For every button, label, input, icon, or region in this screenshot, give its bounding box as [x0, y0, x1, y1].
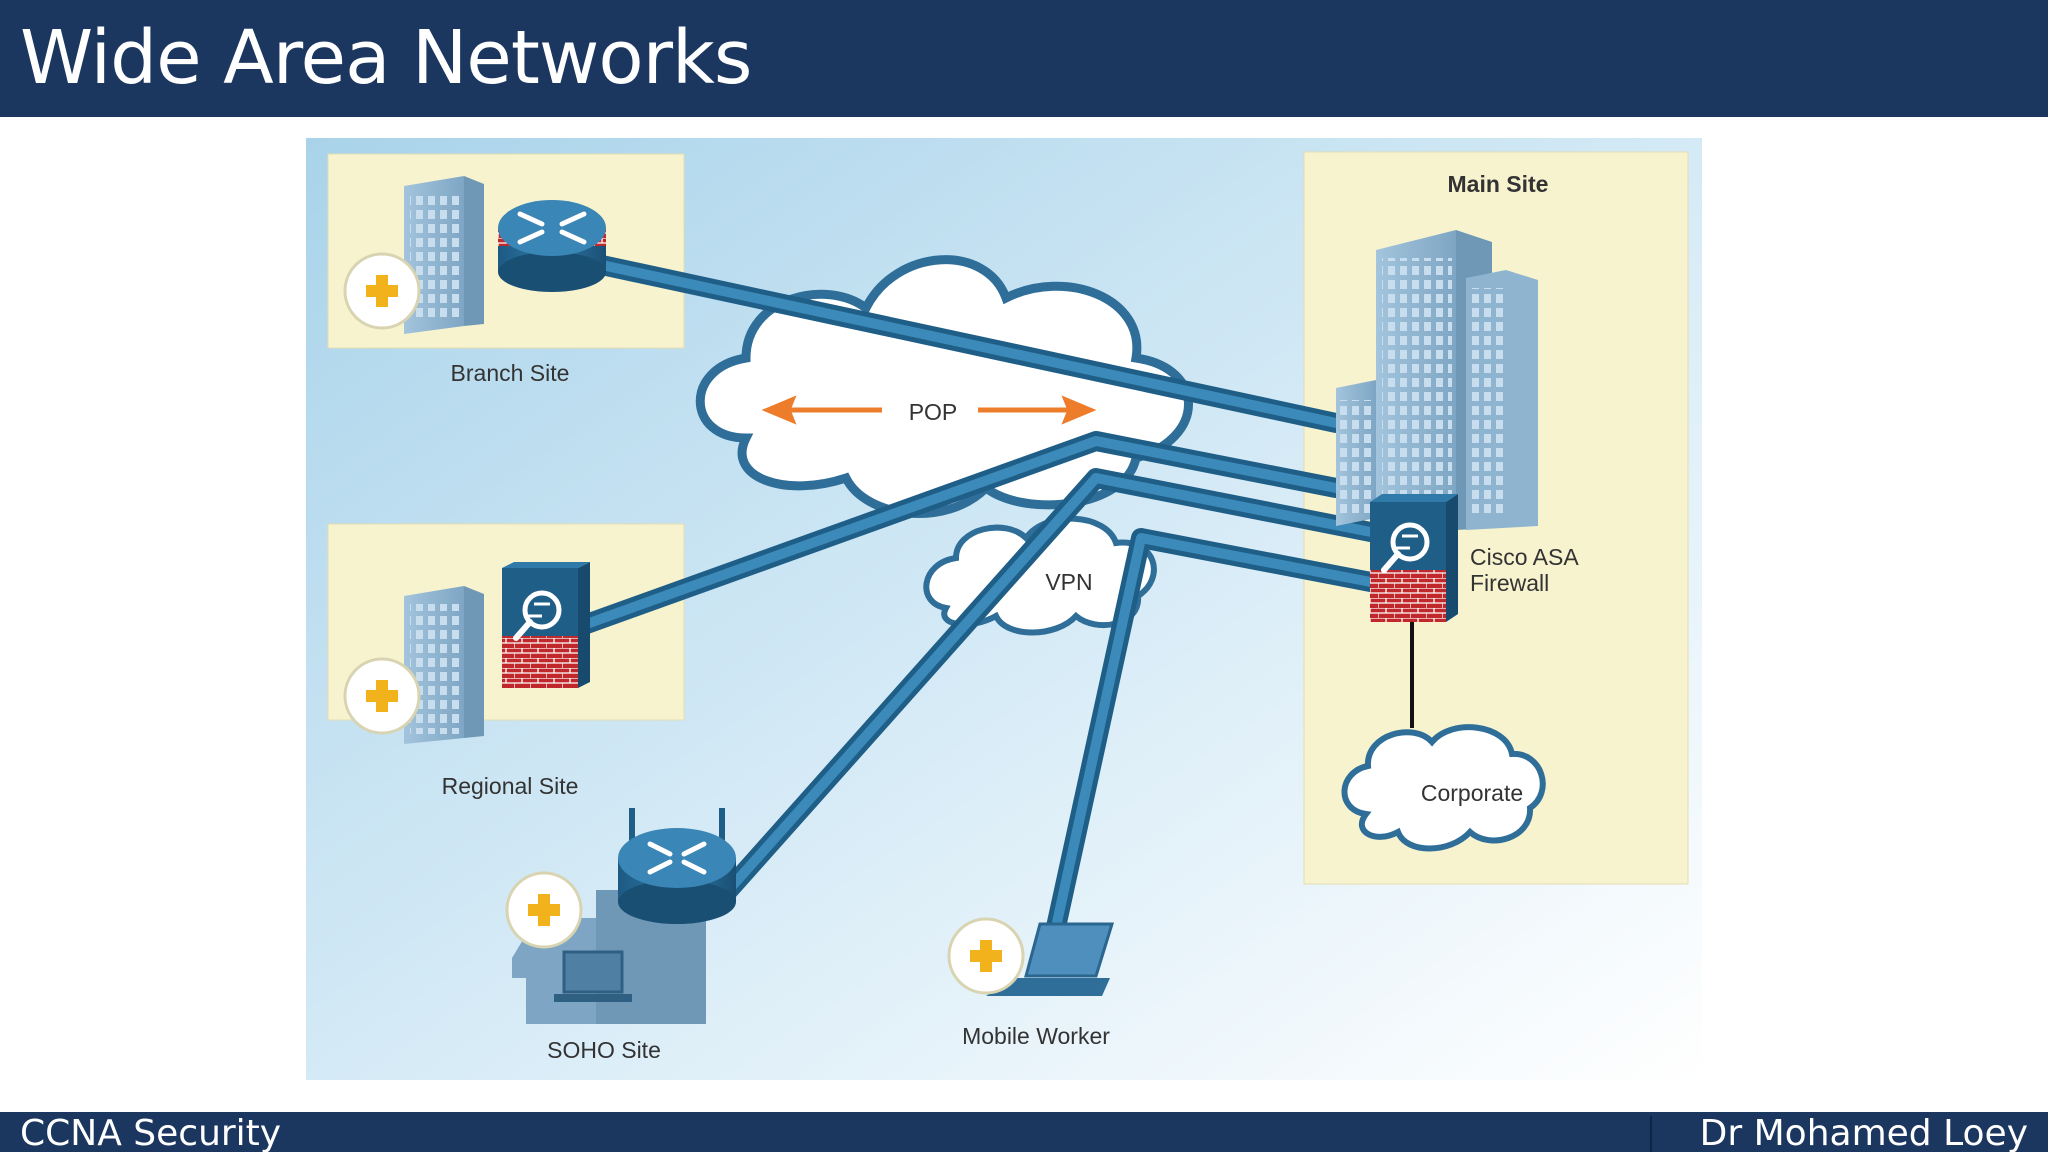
cisco-asa-firewall-icon — [1370, 494, 1458, 622]
regional-building-icon — [404, 586, 484, 744]
wan-links — [536, 243, 1386, 937]
regional-plus-badge-icon — [343, 657, 421, 735]
regional-firewall-icon — [502, 562, 590, 688]
title-bar: Wide Area Networks — [0, 0, 2048, 117]
firewall-label-line1: Cisco ASA — [1470, 544, 1579, 570]
mobile-plus-badge-icon — [947, 917, 1025, 995]
mobile-worker-label: Mobile Worker — [962, 1023, 1110, 1049]
corporate-cloud-icon — [1341, 724, 1546, 852]
footer-divider — [1650, 1116, 1652, 1152]
wan-diagram: POP VPN Branch Site — [306, 138, 1702, 1080]
branch-building-icon — [404, 176, 484, 334]
footer-author: Dr Mohamed Loey — [1699, 1113, 2028, 1154]
branch-plus-badge-icon — [343, 252, 421, 330]
corporate-label: Corporate — [1421, 780, 1523, 806]
branch-router-icon — [498, 200, 606, 292]
main-site-label: Main Site — [1448, 171, 1549, 197]
soho-site-label: SOHO Site — [547, 1037, 661, 1063]
footer-bar: CCNA Security Dr Mohamed Loey — [0, 1112, 2048, 1154]
footer-course: CCNA Security — [20, 1113, 282, 1154]
pop-label: POP — [909, 399, 958, 425]
vpn-label: VPN — [1045, 569, 1092, 595]
laptop-icon — [986, 922, 1115, 996]
soho-router-icon — [618, 808, 736, 924]
firewall-label-line2: Firewall — [1470, 570, 1549, 596]
slide-title: Wide Area Networks — [20, 15, 752, 101]
branch-site-label: Branch Site — [451, 360, 570, 386]
regional-site-label: Regional Site — [442, 773, 579, 799]
pop-arrows — [761, 395, 1097, 425]
soho-plus-badge-icon — [505, 871, 583, 949]
main-building-icon — [1336, 230, 1538, 538]
